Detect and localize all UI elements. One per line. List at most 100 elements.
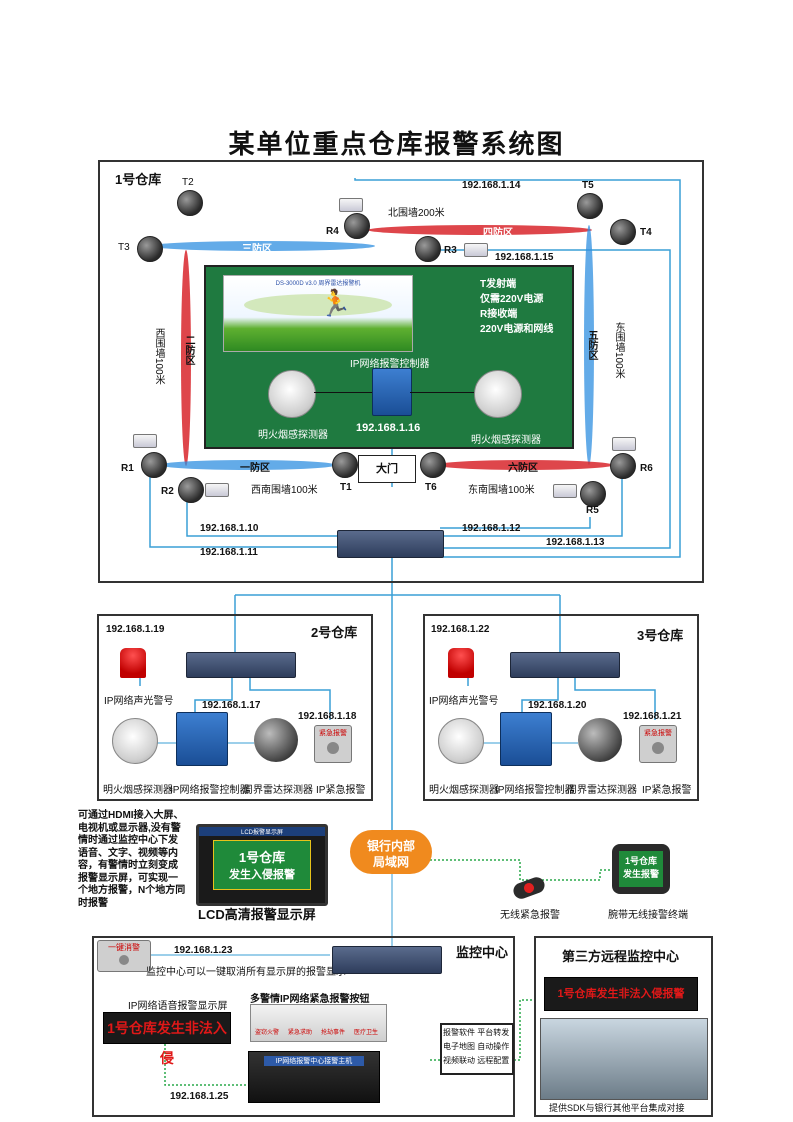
camera-r4 bbox=[344, 213, 370, 239]
wh2-ip-panic: 192.168.1.18 bbox=[298, 711, 357, 722]
watch-line1: 1号仓库 bbox=[624, 856, 657, 866]
lcd-panel: 1号仓库 发生入侵报警 bbox=[213, 840, 311, 890]
zone-2: 二防区 bbox=[183, 335, 194, 365]
smoke-left-label: 明火烟感探测器 bbox=[258, 430, 328, 441]
cancel-note: 监控中心可以一键取消所有显示屏的报警显示 bbox=[146, 967, 346, 978]
alarm-host: IP网络报警中心接警主机 bbox=[248, 1051, 380, 1103]
wireless-panic-button bbox=[522, 881, 536, 895]
wh3-ip-alarm: 192.168.1.22 bbox=[431, 624, 490, 635]
camera-t2 bbox=[177, 190, 203, 216]
wh3-ip-panic: 192.168.1.21 bbox=[623, 711, 682, 722]
wh3-smoke-label: 明火烟感探测器 bbox=[429, 785, 499, 796]
radar-r4 bbox=[339, 198, 363, 212]
led-display: 1号仓库发生非法入侵 bbox=[103, 1012, 231, 1066]
software-monitor bbox=[440, 1023, 514, 1075]
wh2-smoke-label: 明火烟感探测器 bbox=[103, 785, 173, 796]
one-key-cancel-button[interactable]: 一键消警 bbox=[97, 940, 151, 972]
camera-t1 bbox=[332, 452, 358, 478]
watch-screen: 1号仓库 发生报警 bbox=[619, 851, 663, 887]
wh3-smoke bbox=[438, 718, 484, 764]
ip-16: 192.168.1.16 bbox=[356, 422, 421, 434]
wh2-siren bbox=[120, 648, 146, 678]
wrist-terminal-label: 腕带无线接警终端 bbox=[608, 910, 688, 921]
ip-13: 192.168.1.13 bbox=[546, 537, 605, 548]
radar-r2 bbox=[205, 483, 229, 497]
panel-btn-2[interactable]: 紧急求助 bbox=[288, 1030, 313, 1036]
wh2-controller-label: IP网络报警控制器 bbox=[170, 785, 250, 796]
wire-right bbox=[410, 392, 474, 393]
camera-t6 bbox=[420, 452, 446, 478]
wh3-ip-ctrl: 192.168.1.20 bbox=[528, 700, 587, 711]
third-party-frame bbox=[534, 936, 713, 1117]
alarm-host-label: IP网络报警中心接警主机 bbox=[264, 1056, 364, 1066]
wh3-radar bbox=[578, 718, 622, 762]
panel-title: 多警情IP网络紧急报警按钮 bbox=[250, 994, 370, 1005]
warehouse-2-title: 2号仓库 bbox=[311, 625, 358, 640]
warehouse-2-frame bbox=[97, 614, 373, 801]
wh2-ip-alarm: 192.168.1.19 bbox=[106, 624, 165, 635]
wh3-radar-label: 周界雷达探测器 bbox=[567, 785, 637, 796]
wh2-panic-knob bbox=[327, 742, 339, 754]
wall-southeast: 东南围墙100米 bbox=[468, 485, 535, 496]
radar-r6 bbox=[612, 437, 636, 451]
wh2-controller bbox=[176, 712, 228, 766]
radar-beam-shape bbox=[244, 294, 392, 316]
zone-1: 一防区 bbox=[240, 463, 270, 474]
label-t2: T2 bbox=[182, 177, 194, 188]
smoke-detector-right bbox=[474, 370, 522, 418]
panel-btn-4[interactable]: 医疗卫生 bbox=[354, 1030, 379, 1036]
wh2-panic-button[interactable]: 紧急报警 bbox=[314, 725, 352, 763]
lcd-line1: 1号仓库 bbox=[238, 850, 286, 865]
monitoring-center-frame bbox=[92, 936, 515, 1117]
controller-label: IP网络报警控制器 bbox=[350, 359, 430, 370]
camera-t5 bbox=[577, 193, 603, 219]
smoke-right-label: 明火烟感探测器 bbox=[471, 435, 541, 446]
software-features: 报警软件 平台转发 电子地图 自动操作 视频联动 远程配置 bbox=[443, 1028, 510, 1065]
wh2-panic-label: IP紧急报警 bbox=[316, 785, 366, 796]
smoke-detector-left bbox=[268, 370, 316, 418]
label-t5: T5 bbox=[582, 180, 594, 191]
wh3-panic-button[interactable]: 紧急报警 bbox=[639, 725, 677, 763]
wh3-controller bbox=[500, 712, 552, 766]
wall-north: 北围墙200米 bbox=[388, 208, 445, 219]
third-party-title: 第三方远程监控中心 bbox=[562, 949, 680, 964]
camera-r6 bbox=[610, 453, 636, 479]
wall-west: 西围墙100米 bbox=[153, 328, 164, 385]
lcd-line2: 发生入侵报警 bbox=[229, 869, 295, 881]
wall-southwest: 西南围墙100米 bbox=[251, 485, 318, 496]
ip-14: 192.168.1.14 bbox=[462, 180, 521, 191]
zone-5: 五防区 bbox=[586, 330, 597, 360]
ip-23: 192.168.1.23 bbox=[174, 945, 233, 956]
wire-left bbox=[314, 392, 372, 393]
note-transmitter: T发射端 仅需220V电源 bbox=[480, 279, 544, 305]
wall-east: 东围墙100米 bbox=[613, 322, 624, 379]
panel-btn-1[interactable]: 盗窃火警 bbox=[255, 1030, 280, 1036]
radar-r1 bbox=[133, 434, 157, 448]
wh2-switch bbox=[186, 652, 296, 678]
alarm-controller bbox=[372, 368, 412, 416]
lcd-header: LCD报警显示屏 bbox=[199, 827, 325, 836]
panel-btn-3[interactable]: 抢劫事件 bbox=[321, 1030, 346, 1036]
third-party-led: 1号仓库发生非法入侵报警 bbox=[544, 977, 698, 1011]
runner-icon: 🏃 bbox=[319, 288, 352, 318]
banner-title: DS-3000D v3.0 周界雷达报警机 bbox=[275, 281, 361, 287]
label-t3: T3 bbox=[118, 242, 130, 253]
zone-6: 六防区 bbox=[508, 463, 538, 474]
monitoring-center-title: 监控中心 bbox=[456, 945, 509, 960]
camera-t4 bbox=[610, 219, 636, 245]
gate: 大门 bbox=[358, 455, 416, 483]
label-r1: R1 bbox=[121, 463, 134, 474]
warehouse-1-title: 1号仓库 bbox=[115, 172, 162, 187]
ip-11: 192.168.1.11 bbox=[200, 547, 258, 558]
wh3-panic-text: 紧急报警 bbox=[644, 730, 672, 737]
hdmi-note: 可通过HDMI接入大屏、电视机或显示器,没有警情时通过监控中心下发语音、文字、视… bbox=[78, 810, 186, 909]
zone-3: 三防区 bbox=[242, 244, 272, 255]
warehouse-3-title: 3号仓库 bbox=[637, 628, 684, 643]
page-title: 某单位重点仓库报警系统图 bbox=[228, 129, 565, 159]
video-wall bbox=[540, 1018, 708, 1100]
camera-r2 bbox=[178, 477, 204, 503]
label-t4: T4 bbox=[640, 227, 652, 238]
warehouse-1-frame bbox=[98, 160, 704, 583]
label-t6: T6 bbox=[425, 482, 437, 493]
